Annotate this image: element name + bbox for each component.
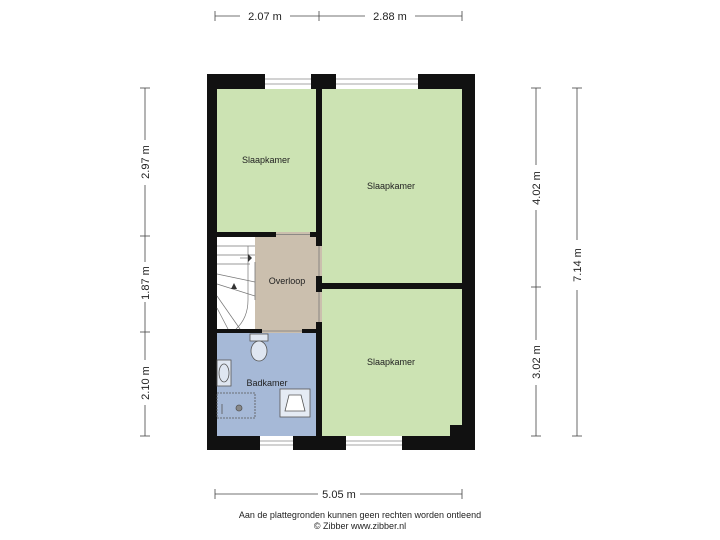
dim-right-inner-bottom: 3.02 m: [531, 345, 543, 379]
stairs-arrow-icon: [248, 254, 252, 262]
window-top-right: [336, 74, 418, 89]
dim-left-top: 2.97 m: [140, 145, 152, 179]
label-landing: Overloop: [269, 276, 306, 286]
stairs-icon: [216, 245, 256, 330]
label-bedroom-bottom-right: Slaapkamer: [367, 357, 415, 367]
label-bedroom-top-left: Slaapkamer: [242, 155, 290, 165]
dim-top-right: 2.88 m: [373, 11, 407, 23]
room-landing: [255, 237, 316, 329]
label-bathroom: Badkamer: [246, 378, 287, 388]
window-bottom-right: [346, 436, 402, 450]
room-bedroom-top-left: [217, 89, 316, 232]
dim-right-total: 7.14 m: [572, 248, 584, 282]
toilet-icon: [249, 333, 269, 362]
room-bedroom-top-right: [322, 89, 462, 283]
label-bedroom-top-right: Slaapkamer: [367, 181, 415, 191]
dim-bottom-total: 5.05 m: [322, 489, 356, 501]
window-top-left: [265, 74, 311, 89]
footer-copyright: © Zibber www.zibber.nl: [313, 521, 407, 531]
room-stairs: [217, 237, 255, 329]
dim-top-left: 2.07 m: [248, 11, 282, 23]
stairs-arrow-up-icon: [231, 283, 237, 289]
window-bottom-left: [260, 436, 293, 450]
dim-left-middle: 1.87 m: [140, 266, 152, 300]
sink-icon: [216, 359, 232, 387]
shower-icon: [216, 392, 256, 419]
dimension-lines: [140, 11, 582, 499]
footer-disclaimer: Aan de plattegronden kunnen geen rechten…: [238, 510, 482, 520]
building: [207, 74, 475, 450]
dim-left-bottom: 2.10 m: [140, 366, 152, 400]
bathtub-icon: [279, 388, 311, 418]
dim-right-inner-top: 4.02 m: [531, 171, 543, 205]
room-bedroom-bottom-right: [322, 289, 462, 436]
